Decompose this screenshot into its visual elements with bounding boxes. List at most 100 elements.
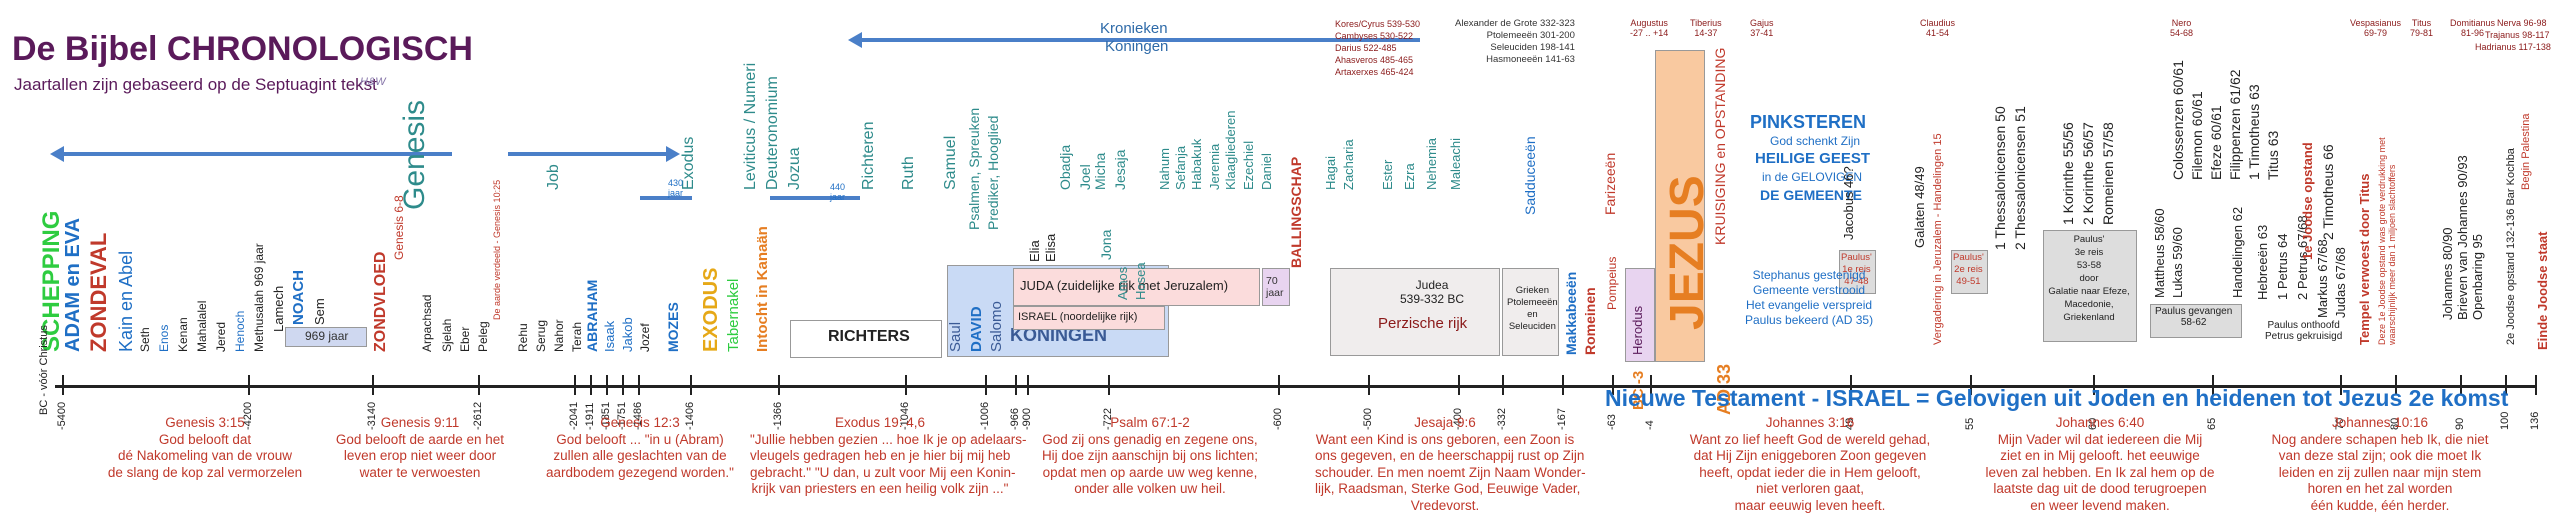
axis-tick [690,375,692,395]
label-titus-brief: Titus 63 [2265,130,2281,180]
verse-text: Want een Kind is ons geboren, een Zoon i… [1315,431,1586,513]
axis-tick [62,375,64,395]
label-thess2: 2 Thessalonicensen 51 [2012,106,2028,250]
arrowhead-right-icon [666,146,680,162]
perzische-label: Perzische rijk [1378,315,1468,332]
verse-text: God zij ons genadig en zegene ons, Hij d… [1041,431,1259,497]
verse-text: God belooft dat dé Nakomeling van de vro… [107,431,303,480]
axis-tick [1970,375,1972,395]
seventy-label: 70 jaar [1266,275,1284,299]
label-enos: Enos [157,324,171,352]
axis-tick [1650,375,1652,395]
geest-line1: God schenkt Zijn [1770,134,1861,148]
box-paulus2 [1951,250,1988,294]
box-gevangen [2150,304,2242,338]
label-terah: Terah [570,321,584,352]
arrow-kronieken [860,38,1420,42]
label-psalmen: Psalmen, Spreuken [966,107,982,230]
axis-tick [1562,375,1564,395]
axis-tick [1368,375,1370,395]
label-mozes: MOZES [665,302,681,352]
label-babel: De aarde verdeeld - Genesis 10:25 [492,179,502,320]
label-rehu: Rehu [516,323,530,352]
label-maleachi: Maleachi [1448,137,1463,190]
label-herodus: Herodus [1630,305,1645,355]
axis-tick [1612,375,1614,395]
label-isaak: Isaak [602,320,617,352]
axis-tick [1850,375,1852,395]
label-handelingen: Handelingen 62 [2230,206,2245,298]
label-filemon: Filemon 60/61 [2189,91,2205,180]
label-leviticus: Leviticus / Numeri [742,62,759,190]
pinksteren-title: PINKSTEREN [1750,112,1867,132]
label-zacharia: Zacharia [1341,139,1356,190]
judea-label: Judea 539-332 BC [1400,278,1465,306]
label-jezus: JEZUS [1661,175,1714,330]
label-arpachsad: Arpachsad [420,294,434,352]
arrow-440 [770,196,860,200]
label-samuel-book: Samuel [942,135,959,190]
label-joel: Joel [1077,164,1093,190]
label-jozef: Jozef [638,323,652,352]
label-thess1: 1 Thessalonicensen 50 [1992,106,2008,250]
label-kolossenzen: Colossenzen 60/61 [2170,60,2186,180]
koningen-label: KONINGEN [1010,325,1108,345]
arrowhead-left-icon [50,146,64,162]
axis-tick [905,375,907,395]
label-nahum: Nahum [1157,148,1172,190]
jaar-440-label: 440 jaar [830,182,846,202]
box-perzische [1330,268,1500,356]
box-paulus3 [2043,230,2137,342]
axis-tick-label: -5400 [56,401,68,430]
axis-tick [478,375,480,395]
label-palestina: Begin Palestina [2520,113,2532,190]
label-ezechiel: Ezechiel [1241,140,1256,190]
label-kruisiging: KRUISIGING en OPSTANDING [1712,47,1728,245]
axis-tick [2395,375,2397,395]
emperor-augustus: Augustus -27 .. +14 [1630,18,1669,38]
box-jezus [1655,50,1705,362]
box-herodus [1625,268,1655,362]
emperor-domitianus: Domitianus 81-96 [2450,18,2496,38]
axis-tick [1108,375,1110,395]
axis-tick [1278,375,1280,395]
axis-tick [574,375,576,395]
verse-text: Nog andere schapen heb Ik, die niet van … [2271,431,2489,513]
label-lukas: Lukas 59/60 [2170,227,2185,298]
jaar-969-label: 969 jaar [305,329,349,343]
emperor-gajus: Gajus 37-41 [1750,18,1774,38]
greek-rulers: Alexander de Grote 332-323 Ptolemeeën 30… [1455,18,1575,65]
axis-tick [2460,375,2462,395]
label-einde: Einde Joodse staat [2535,231,2550,350]
label-tim1: 1 Timotheus 63 [2246,84,2262,180]
label-sefanja: Sefanja [1173,145,1188,190]
emperor-trajanus: Trajanus 98-117 [2485,30,2550,40]
label-obadja: Obadja [1057,144,1073,190]
jaar-430-label: 430 jaar [668,178,684,198]
axis-tick [2535,375,2537,395]
label-tabernakel: Tabernakel [725,278,742,352]
label-romeinen-brief: Romeinen 57/58 [2100,122,2116,225]
verse-block: Exodus 19: 4,6"Jullie hebben gezien ... … [750,415,1027,498]
emperor-nerva: Nerva 96-98 [2497,18,2547,28]
emperor-claudius: Claudius 41-54 [1920,18,1956,38]
label-jakob: Jakob [620,317,635,352]
label-habakuk: Habakuk [1189,138,1204,190]
verse-text: Mijn Vader wil dat iedereen die Mij ziet… [1985,431,2215,513]
label-elisa: Elisa [1043,233,1058,262]
verse-ref: Jesaja 9:6 [1414,415,1476,430]
verse-ref: Psalm 67:1-2 [1110,415,1190,430]
label-jacobus: Jacobus 46? [1841,166,1856,240]
verse-text: "Jullie hebben gezien ... hoe Ik je op a… [750,431,1027,497]
axis-tick [2212,375,2214,395]
emperor-titus: Titus 79-81 [2410,18,2434,38]
label-jona: Jona [1098,229,1114,260]
axis-tick [778,375,780,395]
stephanus-text: Stephanus gestenigd Gemeente verstrooid … [1745,268,1874,327]
axis-tick [1502,375,1504,395]
label-kenan: Kenan [176,317,190,352]
